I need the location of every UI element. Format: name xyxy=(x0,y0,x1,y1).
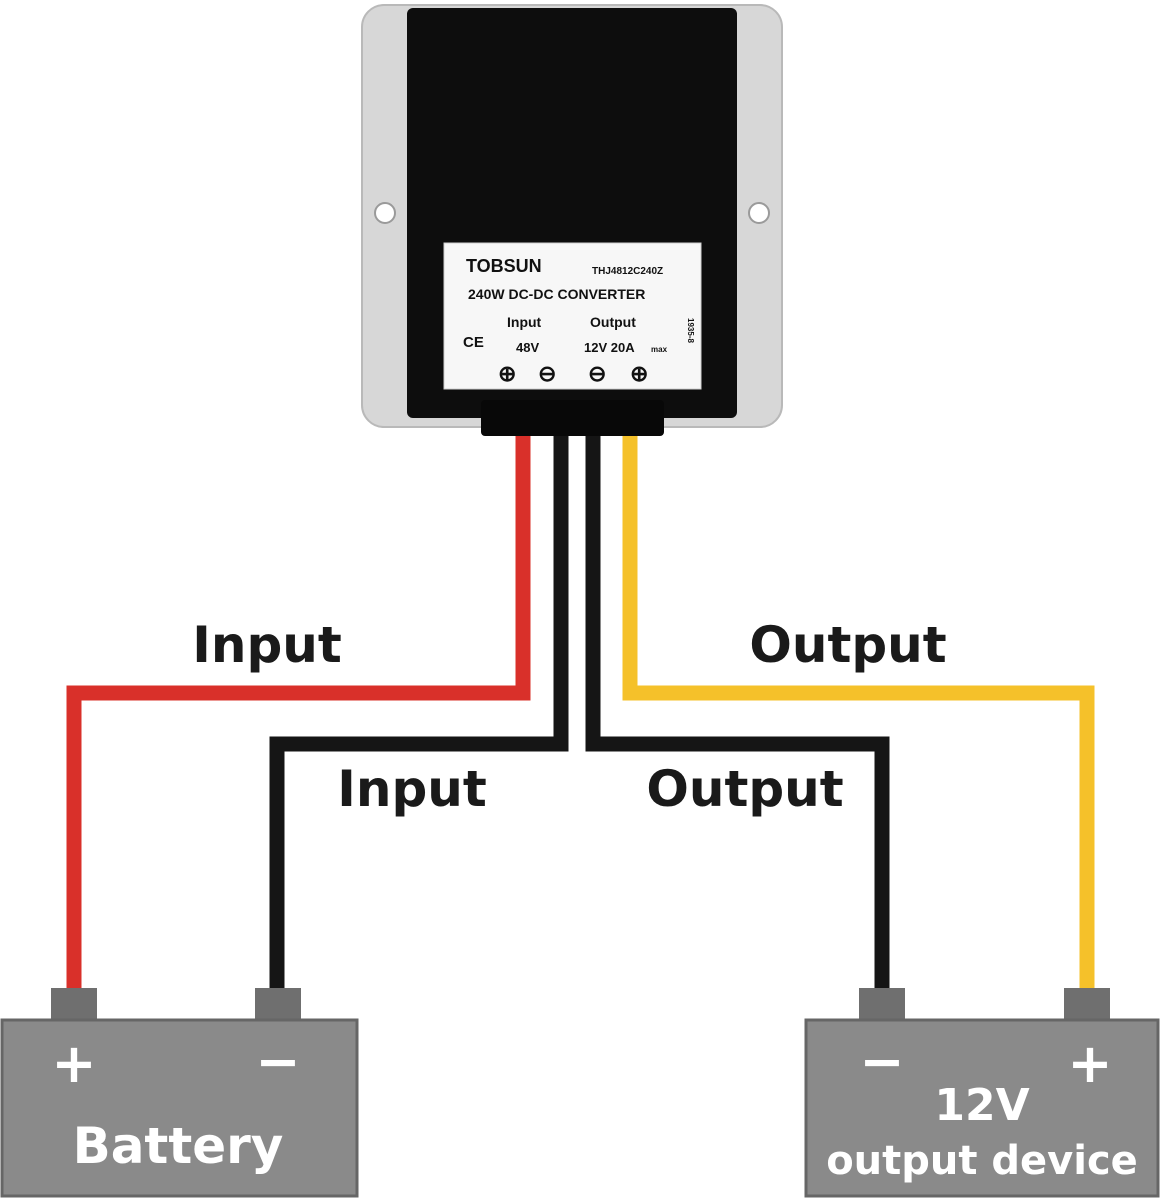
label-input-black-wire: Input xyxy=(337,760,487,818)
dc-dc-converter: TOBSUN THJ4812C240Z 240W DC-DC CONVERTER… xyxy=(361,4,783,436)
black-output-wire xyxy=(585,436,890,990)
side-code: 1935-8 xyxy=(686,318,695,343)
yellow-output-wire xyxy=(622,436,1095,990)
red-input-wire xyxy=(66,436,531,990)
battery-negative-terminal xyxy=(255,988,301,1022)
terminal-symbol-input-plus: ⊕ xyxy=(498,361,516,386)
output-max-suffix: max xyxy=(651,345,668,354)
terminal-symbol-output-plus: ⊕ xyxy=(630,361,648,386)
converter-title: 240W DC-DC CONVERTER xyxy=(468,286,645,302)
device-voltage: 12V xyxy=(934,1080,1029,1131)
device-name: output device xyxy=(826,1138,1138,1184)
converter-label-sticker xyxy=(443,242,702,390)
battery-body xyxy=(0,1018,359,1198)
output-rating: 12V 20A xyxy=(584,340,635,355)
cable-gland xyxy=(481,400,664,436)
mounting-hole-left xyxy=(374,202,396,224)
battery-name: Battery xyxy=(73,1117,284,1175)
battery-minus-sign: − xyxy=(255,1030,300,1093)
output-heading: Output xyxy=(590,314,636,330)
mounting-hole-right xyxy=(748,202,770,224)
device-negative-terminal xyxy=(859,988,905,1022)
input-heading: Input xyxy=(507,314,542,330)
label-input-red-wire: Input xyxy=(192,616,342,674)
wires xyxy=(66,436,1095,990)
terminal-symbol-output-minus: ⊖ xyxy=(588,361,606,386)
model-number: THJ4812C240Z xyxy=(592,266,663,277)
brand-name: TOBSUN xyxy=(466,256,542,276)
device-body xyxy=(804,1018,1160,1198)
battery-positive-terminal xyxy=(51,988,97,1022)
output-device: − + 12V output device xyxy=(804,988,1160,1198)
input-voltage: 48V xyxy=(516,340,539,355)
device-plus-sign: + xyxy=(1067,1032,1112,1095)
label-output-black-wire: Output xyxy=(646,760,843,818)
black-input-wire xyxy=(269,436,569,990)
label-output-yellow-wire: Output xyxy=(749,616,946,674)
device-positive-terminal xyxy=(1064,988,1110,1022)
terminal-symbol-input-minus: ⊖ xyxy=(538,361,556,386)
device-minus-sign: − xyxy=(859,1030,904,1093)
ce-mark: CE xyxy=(463,334,484,351)
battery: + − Battery xyxy=(0,988,359,1198)
battery-plus-sign: + xyxy=(51,1032,96,1095)
